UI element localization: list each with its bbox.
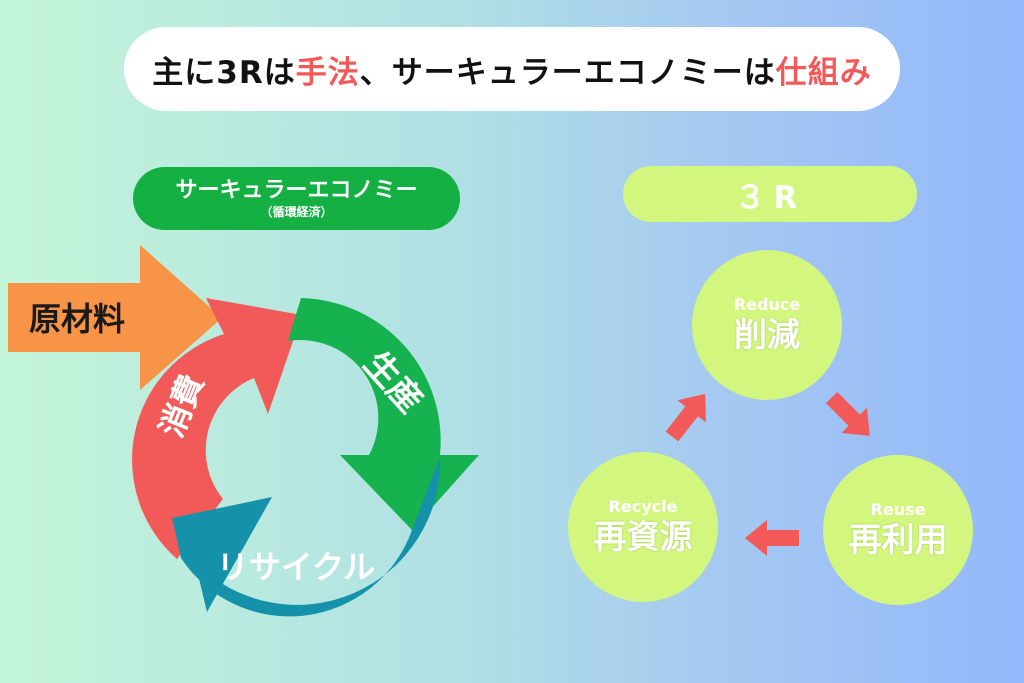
raw-material-arrow [8, 245, 222, 390]
title-accent-method: 手法 [295, 54, 360, 91]
consumption-arrow [132, 298, 302, 559]
recycle-arrow [172, 457, 441, 617]
label-raw-material: 原材料 [29, 300, 125, 338]
circular-economy-title: サーキュラーエコノミー [175, 177, 418, 203]
circular-economy-subtitle: （循環経済） [260, 204, 333, 219]
arrow-recycle-to-reduce [665, 393, 706, 442]
reuse-en: Reuse [870, 500, 926, 519]
reduce-circle: Reduce 削減 [692, 250, 842, 400]
recycle-en: Recycle [608, 497, 678, 516]
three-r-label: ３R [623, 166, 917, 222]
title-banner: 主に3Rは手法、サーキュラーエコノミーは仕組み [124, 27, 900, 111]
title-part1: 主に3Rは [152, 54, 296, 91]
arrow-reuse-to-recycle [745, 520, 799, 556]
circular-economy-label: サーキュラーエコノミー （循環経済） [133, 167, 460, 230]
reuse-circle: Reuse 再利用 [823, 455, 973, 605]
reduce-en: Reduce [733, 295, 801, 314]
reduce-ja: 削減 [734, 315, 800, 354]
recycle-circle: Recycle 再資源 [568, 452, 718, 602]
title-accent-system: 仕組み [775, 54, 872, 91]
recycle-ja: 再資源 [593, 517, 693, 556]
arrow-reduce-to-reuse [825, 391, 870, 436]
title-part2: 、サーキュラーエコノミーは [359, 54, 776, 91]
label-recycle: リサイクル [217, 548, 375, 586]
reuse-ja: 再利用 [848, 520, 948, 559]
production-arrow [288, 298, 479, 530]
